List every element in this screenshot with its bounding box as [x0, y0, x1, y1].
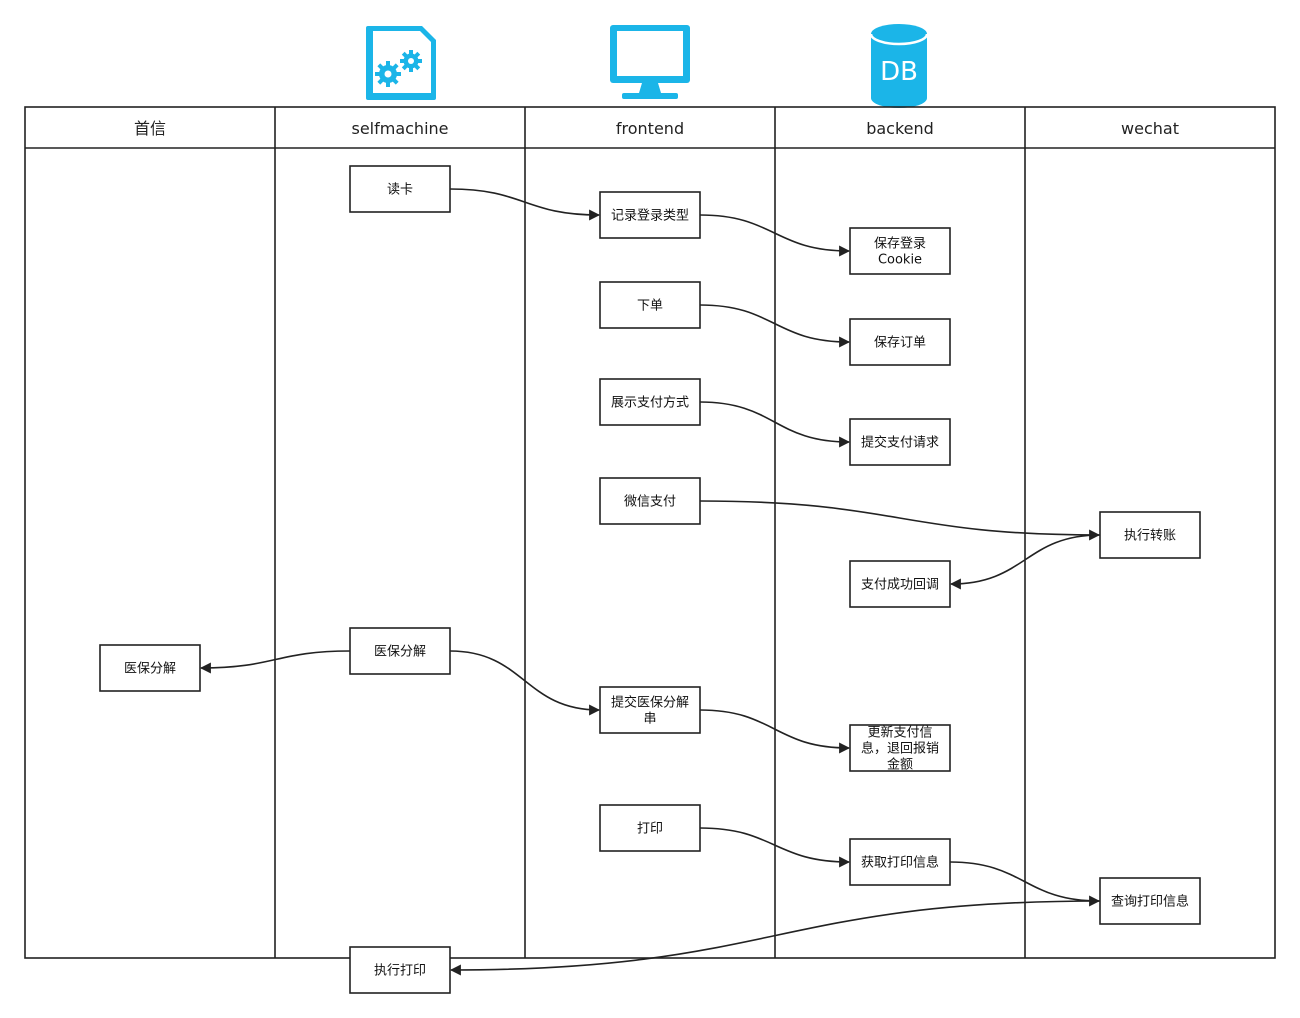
- node-record_login[interactable]: 记录登录类型: [599, 191, 701, 239]
- node-label: 串: [643, 712, 656, 727]
- node-label: 读卡: [387, 183, 413, 198]
- node-label: 微信支付: [624, 495, 676, 510]
- node-label: 医保分解: [374, 645, 426, 660]
- lane-title-frontend: frontend: [616, 119, 684, 138]
- node-mi_split_sx[interactable]: 医保分解: [99, 644, 201, 692]
- node-box: [599, 804, 701, 852]
- node-box: [99, 644, 201, 692]
- edge-print-to-get_print: [699, 827, 851, 868]
- node-pay_callback[interactable]: 支付成功回调: [849, 560, 951, 608]
- node-label: 展示支付方式: [611, 395, 689, 411]
- node-place_order[interactable]: 下单: [599, 281, 701, 329]
- node-box: [599, 686, 701, 734]
- node-box: [849, 318, 951, 366]
- node-box: [349, 946, 451, 994]
- edge-mi_split_sm-to-submit_mi: [449, 650, 601, 716]
- edge-query_print-to-do_print: [449, 900, 1101, 976]
- node-label: 提交医保分解: [611, 695, 689, 711]
- node-box: [599, 281, 701, 329]
- edge-read_card-to-record_login: [449, 188, 601, 221]
- node-do_print[interactable]: 执行打印: [349, 946, 451, 994]
- node-label: Cookie: [878, 253, 922, 268]
- node-label: 息，退回报销: [861, 741, 939, 757]
- node-submit_pay[interactable]: 提交支付请求: [849, 418, 951, 466]
- node-label: 更新支付信: [867, 725, 932, 741]
- node-label: 记录登录类型: [611, 209, 689, 224]
- monitor-icon: [610, 25, 690, 99]
- node-mi_split_sm[interactable]: 医保分解: [349, 627, 451, 675]
- node-box: [1099, 877, 1201, 925]
- edge-show_pay-to-submit_pay: [699, 401, 851, 448]
- node-label: 查询打印信息: [1111, 894, 1189, 910]
- edge-place_order-to-save_order: [699, 304, 851, 348]
- node-box: [849, 560, 951, 608]
- node-box: [599, 191, 701, 239]
- lane-title-wechat: wechat: [1121, 119, 1179, 138]
- node-box: [1099, 511, 1201, 559]
- node-box: [599, 378, 701, 426]
- node-label: 下单: [637, 299, 663, 314]
- node-query_print[interactable]: 查询打印信息: [1099, 877, 1201, 925]
- lane-title-shouxin: 首信: [134, 119, 166, 138]
- node-box: [599, 477, 701, 525]
- edge-get_print-to-query_print: [949, 861, 1101, 907]
- edge-wechat_pay-to-transfer: [699, 500, 1101, 541]
- node-box: [349, 627, 451, 675]
- node-box: [849, 724, 951, 772]
- node-read_card[interactable]: 读卡: [349, 165, 451, 213]
- node-label: 金额: [887, 757, 913, 773]
- node-get_print[interactable]: 获取打印信息: [849, 838, 951, 886]
- node-label: 打印: [637, 822, 663, 837]
- edge-record_login-to-save_cookie: [699, 214, 851, 257]
- database-icon-label: DB: [880, 57, 918, 87]
- node-box: [349, 165, 451, 213]
- edges-layer: [199, 188, 1101, 976]
- edge-transfer-to-pay_callback: [949, 534, 1101, 590]
- node-label: 获取打印信息: [861, 855, 939, 871]
- edge-submit_mi-to-update_pay: [699, 709, 851, 754]
- node-label: 支付成功回调: [861, 578, 939, 593]
- lane-frame: [24, 106, 1276, 959]
- lane-title-backend: backend: [866, 119, 934, 138]
- database-icon: DB: [869, 24, 929, 108]
- node-box: [849, 227, 951, 275]
- lane-title-selfmachine: selfmachine: [351, 119, 448, 138]
- node-label: 医保分解: [124, 662, 176, 677]
- node-save_order[interactable]: 保存订单: [849, 318, 951, 366]
- node-label: 执行打印: [374, 964, 426, 979]
- node-label: 提交支付请求: [861, 435, 939, 451]
- edge-mi_split_sm-to-mi_split_sx: [199, 650, 351, 674]
- node-print[interactable]: 打印: [599, 804, 701, 852]
- node-label: 保存登录: [874, 237, 926, 252]
- gear-document-icon: [366, 26, 436, 100]
- node-wechat_pay[interactable]: 微信支付: [599, 477, 701, 525]
- node-box: [849, 418, 951, 466]
- node-transfer[interactable]: 执行转账: [1099, 511, 1201, 559]
- node-box: [849, 838, 951, 886]
- lane-titles: 首信 selfmachine frontend backend wechat: [134, 119, 1179, 138]
- node-label: 保存订单: [874, 336, 926, 351]
- node-show_pay[interactable]: 展示支付方式: [599, 378, 701, 426]
- node-label: 执行转账: [1124, 529, 1176, 544]
